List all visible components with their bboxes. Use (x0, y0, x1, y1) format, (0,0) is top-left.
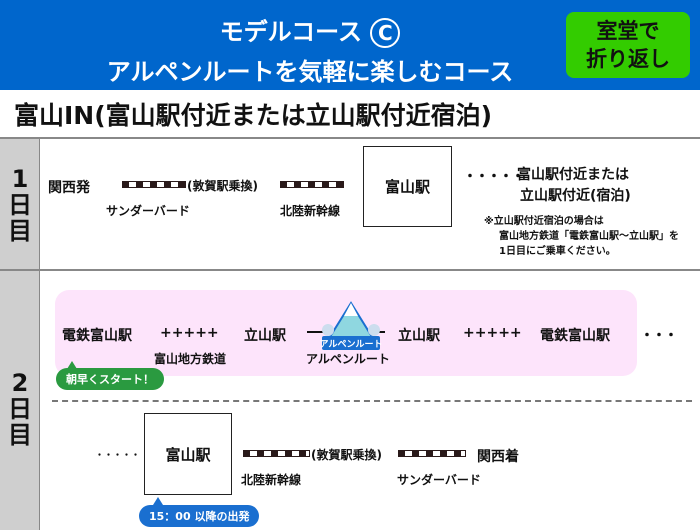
stay-line: 富山駅付近または (517, 167, 629, 183)
start-point: 関西発 (48, 180, 90, 196)
train-label: 北陸新幹線 (280, 204, 341, 218)
course-mark: C (370, 18, 401, 48)
turnaround-badge: 室堂で折り返し (566, 12, 690, 78)
title-text: モデルコース (219, 18, 362, 46)
badge-line: 折り返し (586, 47, 670, 71)
itinerary-table (0, 137, 700, 530)
end-point: 関西着 (477, 449, 519, 465)
day-char: 日 (8, 191, 32, 219)
day-char: 目 (8, 217, 32, 245)
badge-line: 室堂で (596, 19, 660, 43)
dots: ・・・・・ (94, 451, 140, 461)
train-label: サンダーバード (397, 473, 481, 487)
early-start-badge: 朝早くスタート！ (56, 368, 164, 390)
transfer-note: (敦賀駅乗換) (187, 179, 258, 193)
course-subtitle: アルペンルートを気軽に楽しむコース (106, 58, 514, 86)
station: 立山駅 (244, 328, 286, 344)
transfer-note: (敦賀駅乗換) (311, 448, 382, 462)
rail-line (280, 181, 344, 188)
badge-pointer (67, 361, 77, 369)
day-number: 1 (11, 165, 29, 193)
dashed-divider (52, 400, 692, 402)
train-label: 北陸新幹線 (241, 473, 302, 487)
rail-line (243, 450, 310, 457)
logo-text: アルペンルート (320, 339, 383, 350)
header: モデルコース C アルペンルートを気軽に楽しむコース 室堂で折り返し (0, 0, 700, 90)
note-line: 1日目にご乗車ください。 (499, 246, 616, 257)
rail-line (398, 450, 466, 457)
rail-plus: +++++ (463, 325, 522, 341)
day2-label: 2 日 目 (0, 271, 40, 530)
route-label: アルペンルート (306, 352, 390, 366)
day-char: 日 (8, 395, 32, 423)
note: ※立山駅付近宿泊の場合は 富山地方鉄道「電鉄富山駅～立山駅」を 1日目にご乗車く… (484, 214, 679, 259)
dots: ・・・・・ (463, 169, 525, 185)
station-box: 富山駅 (363, 146, 452, 227)
rail-label: 富山地方鉄道 (154, 352, 227, 366)
departure-badge: 15：00 以降の出発 (139, 505, 260, 527)
note-line: 富山地方鉄道「電鉄富山駅～立山駅」を (499, 231, 679, 242)
day-char: 目 (8, 421, 32, 449)
station: 立山駅 (398, 328, 440, 344)
station: 電鉄富山駅 (62, 328, 132, 344)
day1-label: 1 日 目 (0, 139, 40, 269)
station-box: 富山駅 (144, 413, 232, 495)
day-number: 2 (11, 369, 29, 397)
rail-line (122, 181, 186, 188)
divider (0, 269, 700, 271)
train-label: サンダーバード (106, 204, 190, 218)
plan-title: 富山IN(富山駅付近または立山駅付近宿泊) (14, 101, 493, 130)
alpine-route-logo-icon: アルペンルート (320, 301, 383, 350)
badge-pointer (153, 497, 163, 505)
course-title: モデルコース C (0, 12, 620, 48)
stay-line: 立山駅付近(宿泊) (520, 188, 631, 204)
more-dots: ・・・ (640, 328, 678, 344)
note-line: ※立山駅付近宿泊の場合は (484, 216, 604, 227)
station: 電鉄富山駅 (540, 328, 610, 344)
rail-plus: +++++ (160, 325, 219, 341)
